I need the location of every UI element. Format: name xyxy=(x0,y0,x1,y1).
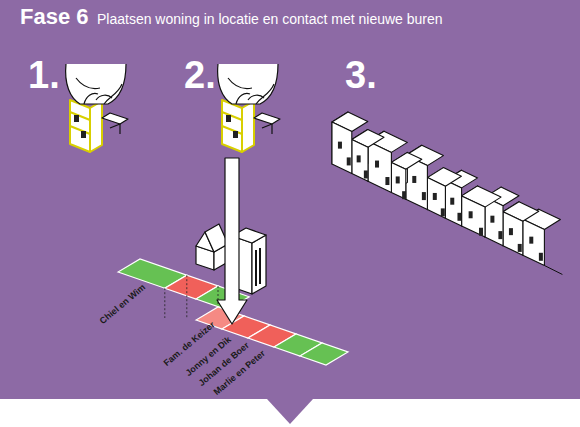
step-number: 1. xyxy=(28,56,60,94)
row-house xyxy=(503,202,539,256)
row-house xyxy=(391,152,421,199)
step-number: 2. xyxy=(184,56,216,94)
row-house xyxy=(332,112,368,174)
placement-arrow xyxy=(217,158,247,324)
step-number: 3. xyxy=(345,56,377,94)
plot-leader-lines xyxy=(165,275,218,318)
subtitle: Plaatsen woning in locatie en contact me… xyxy=(97,12,443,26)
row-house xyxy=(462,186,501,237)
bottom-band xyxy=(0,399,580,427)
title: Fase 6 xyxy=(20,6,89,28)
hand-with-house-2 xyxy=(218,64,280,152)
row-house xyxy=(352,130,384,182)
street-row xyxy=(332,112,562,274)
row-house xyxy=(427,168,461,219)
neighbour-name: Chiel en Wim xyxy=(98,283,147,326)
down-triangle xyxy=(267,399,313,424)
hand-with-house-1 xyxy=(66,64,128,152)
